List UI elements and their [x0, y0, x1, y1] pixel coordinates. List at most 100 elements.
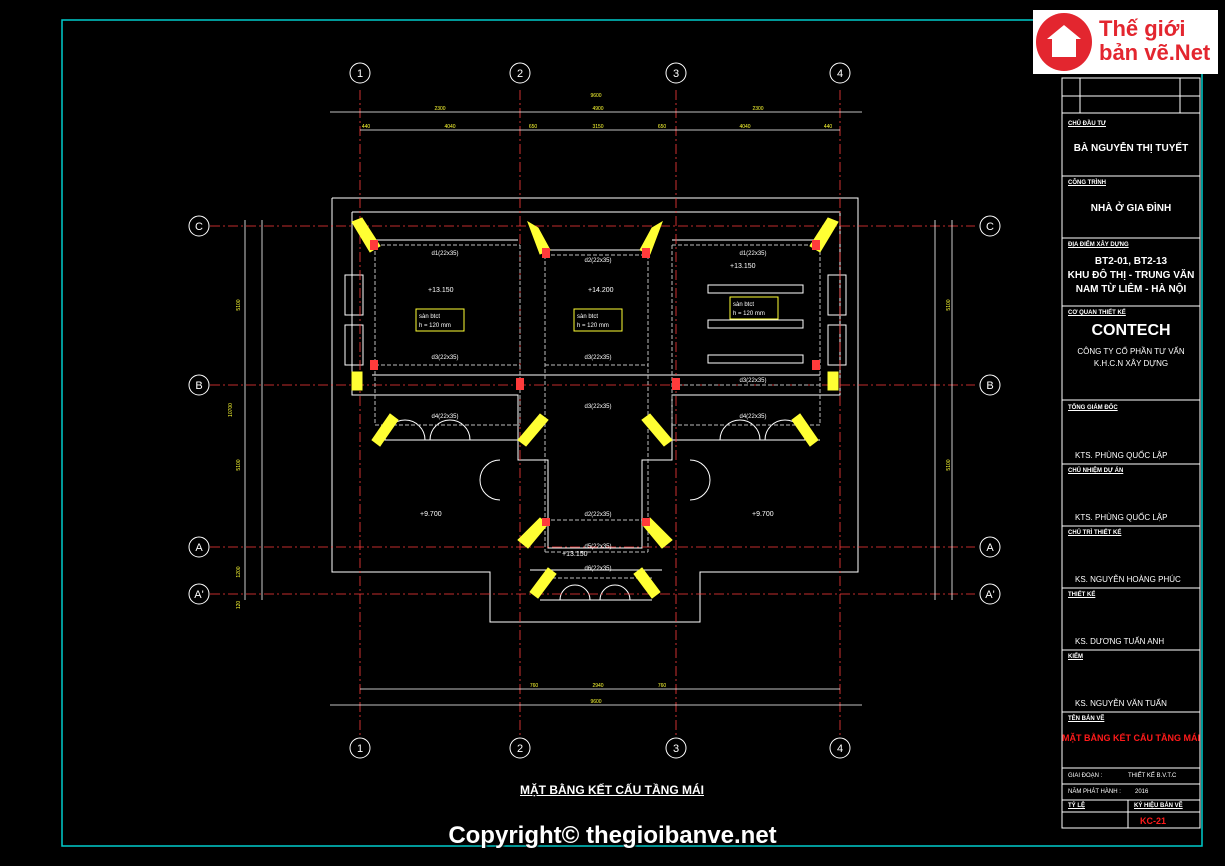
beam-labels: d1(22x35) d2(22x35) d1(22x35) d3(22x35) …: [431, 251, 766, 572]
dim-bottom-sub-1: 760: [530, 683, 539, 689]
axis-label-col-3-top: 3: [673, 68, 679, 80]
level-marker: +13.150: [730, 263, 756, 270]
dim-top-span-2: 4900: [592, 106, 603, 112]
sheet-code: KC-21: [1140, 816, 1167, 826]
title-block-lines: [1062, 78, 1200, 828]
sheet-label: TÊN BẢN VẼ: [1068, 716, 1105, 722]
level-marker: +14.200: [588, 287, 614, 294]
beam-label: d1(22x35): [739, 251, 766, 257]
column: [642, 248, 650, 258]
building-outline: [331, 197, 859, 623]
dim-left-total: 10700: [228, 403, 234, 417]
level-marker: +9.700: [752, 511, 774, 518]
level-marker: +13.150: [428, 287, 454, 294]
beam-diagonal: [633, 567, 661, 599]
dim-top-sub-6: 4040: [739, 124, 750, 130]
year-value: 2016: [1135, 789, 1149, 795]
axis-label-col-4-top: 4: [837, 68, 843, 80]
code-label: KÝ HIỆU BẢN VẼ: [1134, 803, 1183, 809]
beam-label: d2(22x35): [584, 258, 611, 264]
dim-bottom-sub-3: 760: [658, 683, 667, 689]
grid-axes: [210, 90, 975, 735]
dim-top-sub-3: 650: [529, 124, 538, 130]
beam-diagonal: [791, 413, 819, 447]
house-icon: [1036, 13, 1092, 71]
dim-top-sub-4: 3150: [592, 124, 603, 130]
owner-label: CHỦ ĐẦU TƯ: [1068, 121, 1106, 127]
column: [351, 371, 363, 391]
dim-top-span-1: 2300: [434, 106, 445, 112]
beam-label: d4(22x35): [739, 414, 766, 420]
level-marker: +13.150: [562, 551, 588, 558]
axis-label-row-b-right: B: [986, 380, 993, 392]
project-label: CÔNG TRÌNH: [1068, 180, 1106, 186]
checker-name: KS. NGUYỄN VĂN TUẤN: [1075, 699, 1167, 708]
phase-value: THIẾT KẾ B.V.T.C: [1128, 773, 1177, 779]
slab-note-boxes: [415, 296, 779, 332]
site-logo: Thế giới bản vẽ.Net: [1033, 10, 1218, 74]
dim-top-total: 9600: [590, 93, 601, 99]
copyright-watermark: Copyright© thegioibanve.net: [448, 822, 777, 849]
beam-label: d2(22x35): [584, 512, 611, 518]
drawing-frame: [61, 19, 1203, 847]
drawing-title: MẶT BẰNG KẾT CẤU TẦNG MÁI: [520, 783, 704, 797]
phase-label: GIAI ĐOẠN :: [1068, 773, 1103, 779]
dim-bottom-sub-2: 2940: [592, 683, 603, 689]
beam-diagonal: [529, 567, 557, 599]
dimension-texts: 9600 2300 4900 2300 440 4040 650 3150 65…: [228, 93, 952, 705]
axis-label-row-a-prime-left: A': [194, 589, 203, 601]
dim-top-sub-2: 4040: [444, 124, 455, 130]
column: [672, 378, 680, 390]
slab-notes: sàn btct h = 120 mm sàn btct h = 120 mm …: [419, 302, 765, 329]
pm-name: KTS. PHÙNG QUỐC LẬP: [1075, 513, 1168, 522]
column: [812, 360, 820, 370]
column: [370, 240, 378, 250]
slab-note-line2: h = 120 mm: [577, 323, 609, 329]
column: [542, 248, 550, 258]
slab-note-line1: sàn btct: [733, 302, 754, 308]
dim-left-span-1: 5100: [236, 299, 242, 310]
columns-red: [370, 240, 820, 526]
designer-label: THIẾT KẾ: [1068, 592, 1096, 598]
dimension-lines: [244, 111, 953, 706]
axis-label-row-c-right: C: [986, 221, 994, 233]
year-label: NĂM PHÁT HÀNH :: [1068, 789, 1121, 795]
director-name: KTS. PHÙNG QUỐC LẬP: [1075, 451, 1168, 460]
project-name: NHÀ Ở GIA ĐÌNH: [1090, 203, 1172, 214]
dim-left-small-1: 1200: [236, 566, 242, 577]
lead-label: CHỦ TRÌ THIẾT KẾ: [1068, 530, 1122, 536]
axis-label-col-1-top: 1: [357, 68, 363, 80]
column: [812, 240, 820, 250]
location-label: ĐỊA ĐIỂM XÂY DỰNG: [1068, 242, 1129, 248]
level-markers: +13.150 +14.200 +13.150 +9.700 +9.700 +1…: [420, 263, 774, 558]
beam-label: d3(22x35): [431, 355, 458, 361]
dim-left-span-2: 5100: [236, 459, 242, 470]
beam-diagonal: [641, 413, 673, 447]
dim-top-sub-5: 650: [658, 124, 667, 130]
beam-label: d3(22x35): [584, 404, 611, 410]
beam-diagonal: [639, 220, 663, 255]
logo-text-line2: bản vẽ.Net: [1099, 40, 1211, 65]
designer-org-label: CƠ QUAN THIẾT KẾ: [1068, 310, 1126, 316]
column: [642, 518, 650, 526]
beam-lines: [374, 244, 821, 579]
scale-label: TỶ LỆ: [1068, 803, 1086, 809]
axis-label-col-3-bottom: 3: [673, 743, 679, 755]
beam-label: d1(22x35): [431, 251, 458, 257]
location-line2: KHU ĐÔ THỊ - TRUNG VĂN: [1067, 270, 1195, 281]
designer-name: KS. DƯƠNG TUẤN ANH: [1075, 637, 1165, 646]
axis-label-row-c-left: C: [195, 221, 203, 233]
slab-note-line1: sàn btct: [577, 314, 598, 320]
checker-label: KIỂM: [1068, 654, 1083, 660]
axis-label-row-a-left: A: [195, 542, 203, 554]
column: [542, 518, 550, 526]
beam-label: d6(22x35): [584, 566, 611, 572]
company-brand: CONTECH: [1091, 322, 1171, 339]
axis-label-col-1-bottom: 1: [357, 743, 363, 755]
slab-note-line2: h = 120 mm: [733, 311, 765, 317]
axis-label-col-2-top: 2: [517, 68, 523, 80]
dim-left-small-2: 120: [236, 601, 242, 610]
dim-right-span-2: 5100: [946, 459, 952, 470]
axis-label-col-4-bottom: 4: [837, 743, 843, 755]
